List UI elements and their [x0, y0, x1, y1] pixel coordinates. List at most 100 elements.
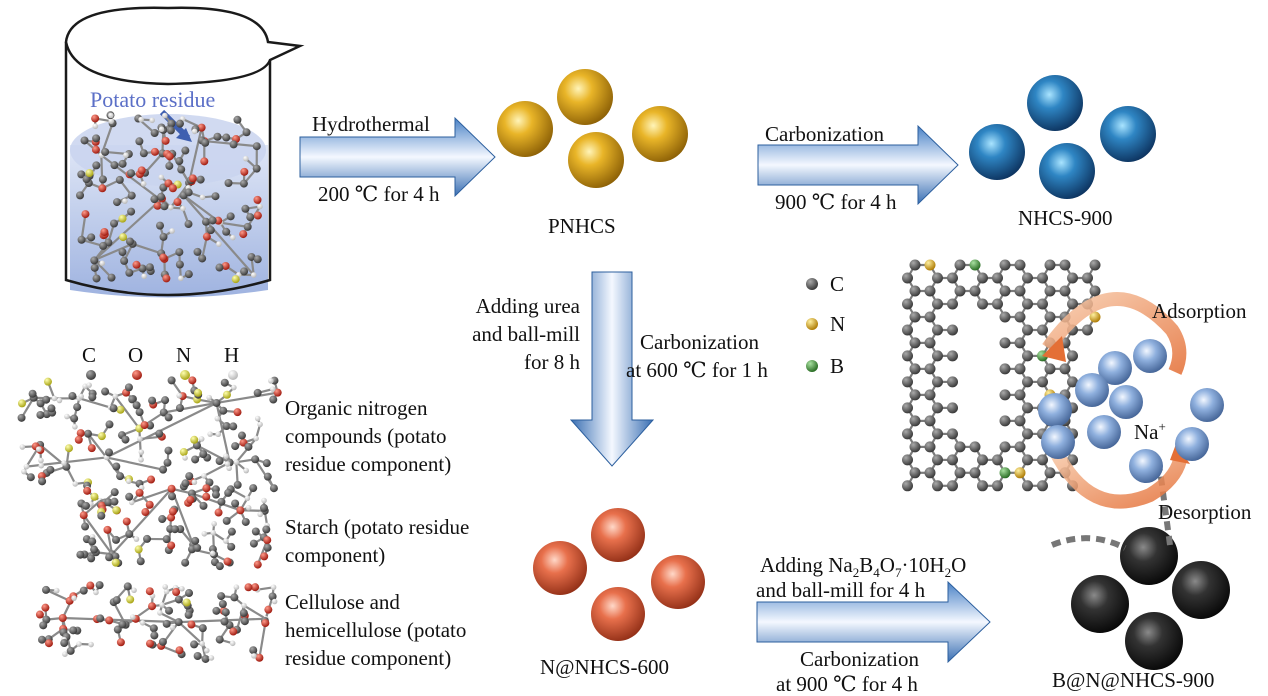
atom — [110, 498, 118, 506]
atom — [223, 538, 229, 544]
atom — [133, 401, 141, 409]
atom — [45, 639, 53, 647]
sphere — [497, 101, 553, 157]
atom — [270, 386, 276, 392]
atom — [232, 275, 240, 283]
lattice-atom — [932, 480, 943, 491]
lattice-atom — [902, 273, 913, 284]
atom — [111, 488, 119, 496]
atom — [182, 455, 188, 461]
lattice-atom — [1045, 286, 1056, 297]
lattice-atom — [947, 273, 958, 284]
urea-line1: Adding urea — [460, 294, 580, 318]
atom — [159, 602, 165, 608]
final-label: B@N@NHCS-900 — [1052, 668, 1214, 692]
atom — [29, 390, 37, 398]
atom-c-dot — [806, 278, 818, 290]
sphere — [533, 541, 587, 595]
atom — [191, 537, 199, 545]
lattice-atom — [1015, 337, 1026, 348]
atom — [253, 165, 261, 173]
atom — [242, 518, 250, 526]
atom — [123, 152, 129, 158]
atom — [255, 416, 261, 422]
atom — [141, 273, 147, 279]
sphere — [1120, 527, 1178, 585]
atom — [236, 506, 244, 514]
lattice-atom — [977, 480, 988, 491]
atom — [240, 267, 248, 275]
atom — [39, 621, 47, 629]
lattice-atom — [947, 376, 958, 387]
lattice-atom — [1022, 325, 1033, 336]
nhcs900-spheres — [969, 75, 1156, 199]
atom — [38, 458, 44, 464]
atom — [118, 620, 126, 628]
organic-line1: Organic nitrogen — [285, 396, 428, 420]
atom — [75, 436, 83, 444]
atom — [59, 614, 67, 622]
na-ion-label: Na+ — [1134, 420, 1166, 444]
atom — [216, 562, 224, 570]
lattice-atom — [1037, 376, 1048, 387]
atom — [99, 175, 107, 183]
lattice-atom — [970, 441, 981, 452]
lattice-atom — [1015, 260, 1026, 271]
atom — [164, 447, 172, 455]
cellulose-line3: residue component) — [285, 646, 451, 670]
atom — [165, 607, 173, 615]
atom — [98, 184, 106, 192]
atom — [167, 120, 175, 128]
doped-graphene-sheet — [902, 260, 1101, 492]
atom — [24, 464, 30, 470]
sphere — [1100, 106, 1156, 162]
atom — [213, 133, 221, 141]
na-ion — [1087, 415, 1121, 449]
atom — [159, 174, 165, 180]
lattice-atom — [977, 273, 988, 284]
atom — [121, 436, 129, 444]
atom — [260, 552, 268, 560]
atom — [99, 261, 105, 267]
atom — [230, 593, 238, 601]
na-ion — [1190, 388, 1224, 422]
atom — [76, 191, 84, 199]
urea-carb-line1: Carbonization — [640, 330, 759, 354]
atom — [231, 442, 239, 450]
atom-legend-left-dots — [86, 370, 238, 380]
atom — [162, 584, 168, 590]
atom — [183, 598, 191, 606]
atom — [86, 582, 94, 590]
atom — [207, 226, 215, 234]
atom — [116, 176, 124, 184]
atom — [165, 413, 173, 421]
atom — [119, 160, 127, 168]
atom — [141, 181, 147, 187]
atom — [254, 196, 262, 204]
lattice-atom — [1015, 441, 1026, 452]
lattice-atom — [970, 286, 981, 297]
atom — [36, 446, 42, 452]
atom — [156, 222, 164, 230]
atom — [175, 595, 183, 603]
atom — [52, 396, 58, 402]
lattice-atom — [1037, 480, 1048, 491]
atom — [90, 546, 98, 554]
atom — [133, 261, 141, 269]
atom — [243, 468, 249, 474]
lattice-atom — [947, 480, 958, 491]
atom — [76, 641, 82, 647]
atom — [201, 473, 207, 479]
lattice-atom — [1015, 312, 1026, 323]
lattice-atom — [1045, 467, 1056, 478]
atom — [244, 223, 252, 231]
atom — [137, 557, 145, 565]
atom — [178, 276, 184, 282]
atom — [222, 228, 230, 236]
legend-left-n: N — [176, 343, 191, 367]
atom — [229, 628, 237, 636]
lattice-atom — [1000, 363, 1011, 374]
atom — [175, 646, 183, 654]
borax-line1: Adding Na2B4O7·10H2O — [760, 553, 966, 577]
atom — [36, 411, 44, 419]
